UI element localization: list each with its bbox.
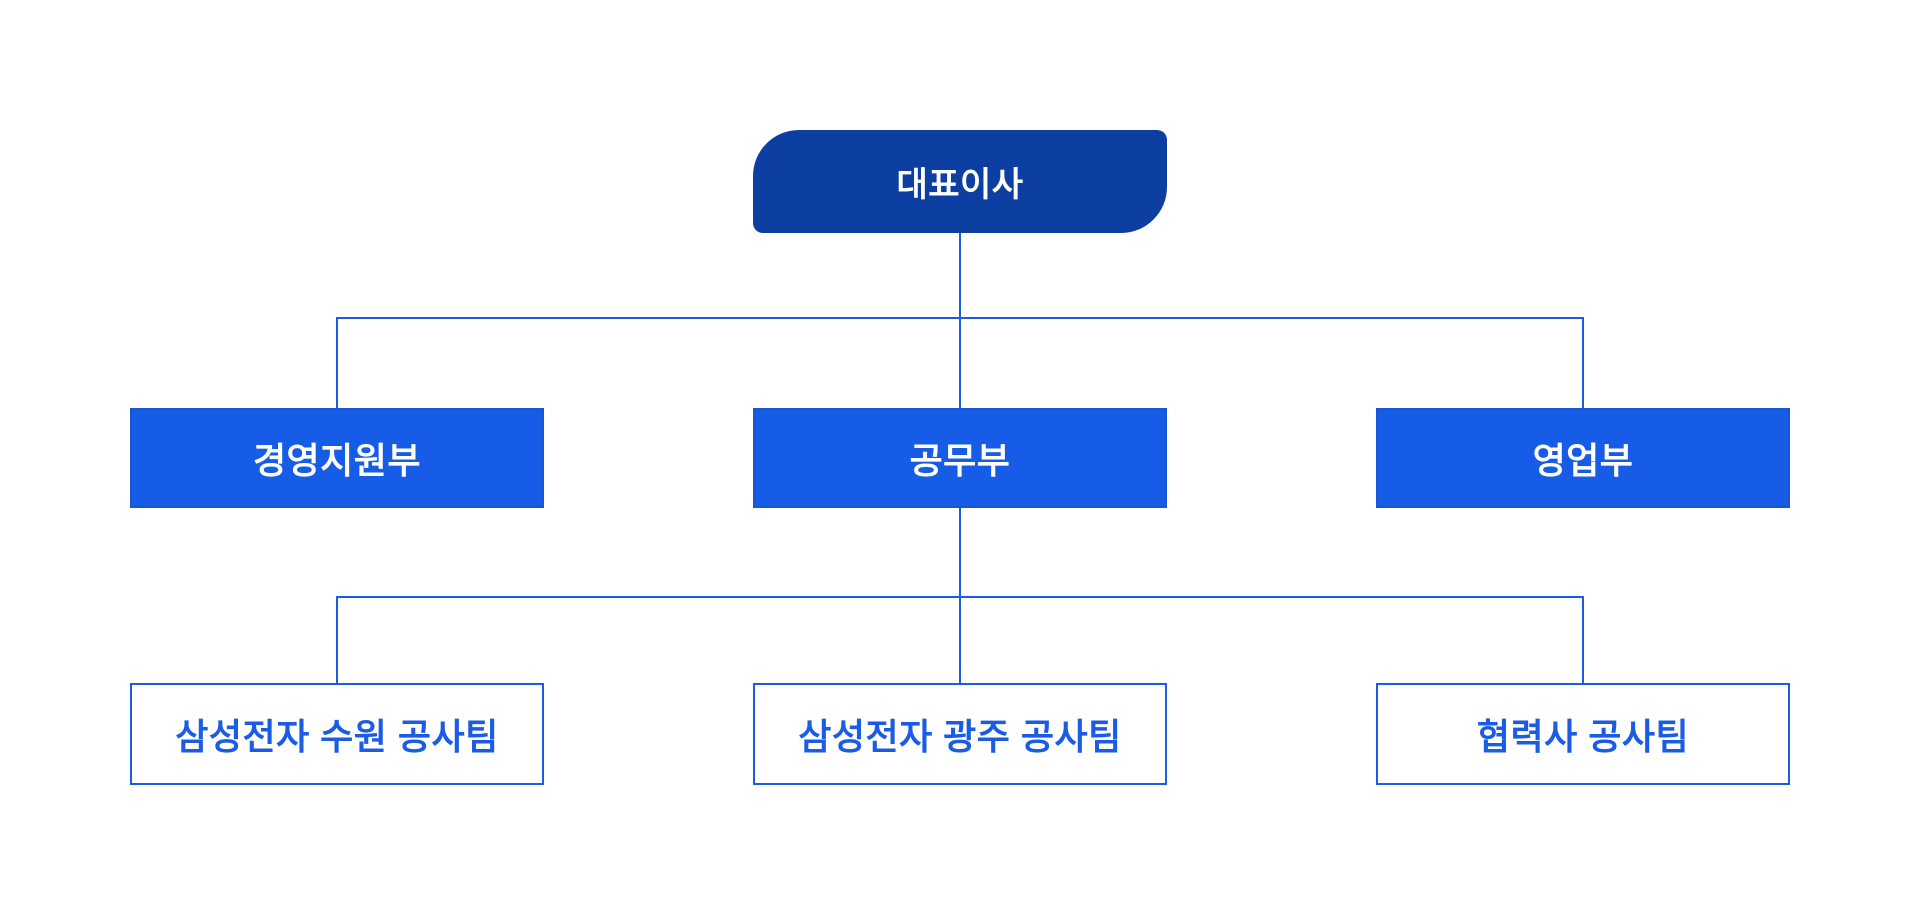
connector-drop-dept-center [959,317,961,408]
org-node-dept-engineering-label: 공무부 [909,440,1011,481]
connector-drop-dept-left [336,317,338,408]
connector-root-vertical [959,233,961,318]
connector-drop-team-right [1582,596,1584,683]
org-node-team-gwangju-label: 삼성전자 광주 공사팀 [798,716,1122,757]
connector-dept-vertical [959,508,961,597]
org-node-dept-sales-label: 영업부 [1532,440,1634,481]
connector-drop-dept-right [1582,317,1584,408]
org-node-team-suwon: 삼성전자 수원 공사팀 [130,683,544,785]
org-node-dept-engineering: 공무부 [753,408,1167,508]
org-node-ceo-label: 대표이사 [896,166,1024,204]
org-node-team-partner-label: 협력사 공사팀 [1476,716,1690,757]
org-node-team-gwangju: 삼성전자 광주 공사팀 [753,683,1167,785]
org-node-dept-management-support: 경영지원부 [130,408,544,508]
org-node-team-suwon-label: 삼성전자 수원 공사팀 [175,716,499,757]
connector-drop-team-center [959,596,961,683]
org-node-ceo: 대표이사 [753,130,1167,233]
org-node-team-partner: 협력사 공사팀 [1376,683,1790,785]
org-node-dept-sales: 영업부 [1376,408,1790,508]
connector-drop-team-left [336,596,338,683]
org-node-dept-management-support-label: 경영지원부 [252,440,422,481]
